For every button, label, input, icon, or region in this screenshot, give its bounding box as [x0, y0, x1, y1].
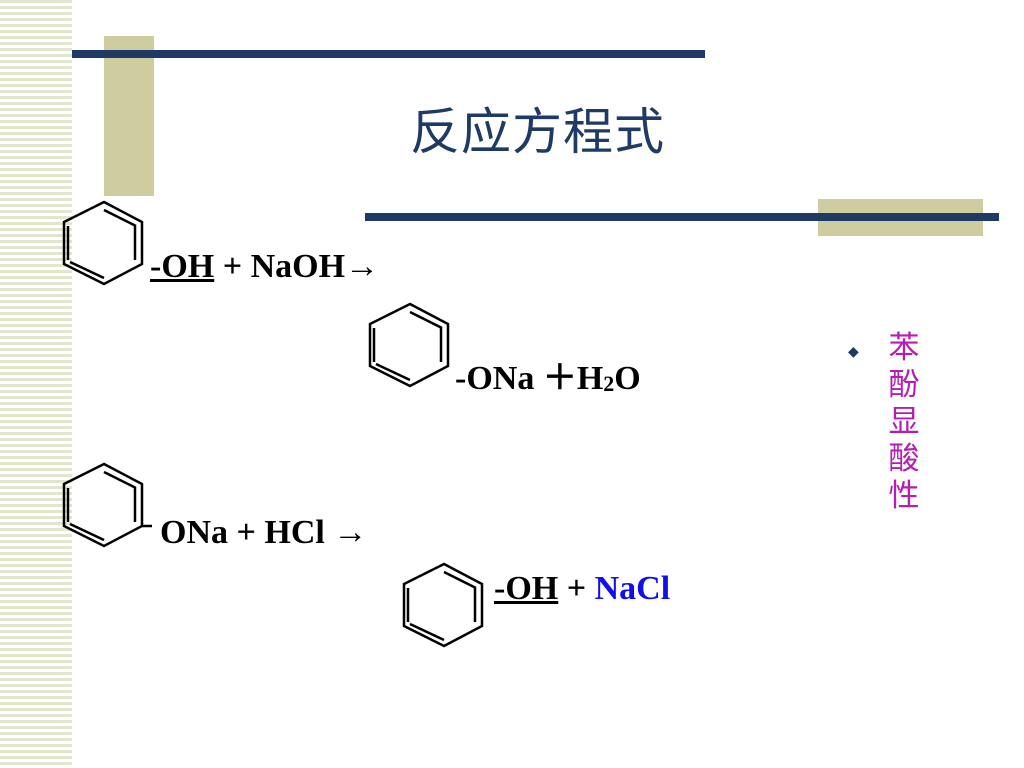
side-note-char: 酚: [888, 367, 920, 403]
equation-2-reactants: ONa + HCl →: [160, 514, 368, 551]
title-rule: [365, 213, 999, 221]
top-rule: [72, 50, 705, 58]
benzene-ring-icon: [368, 302, 450, 388]
equation-2-products: -OH + NaCl: [494, 570, 670, 608]
side-note-char: 显: [888, 404, 920, 440]
side-note-char: 性: [888, 478, 920, 514]
decorative-stripes: [0, 0, 72, 768]
equation-1-products: -ONa ＋H2O: [455, 350, 641, 399]
water-subscript: 2: [603, 371, 615, 396]
sodium-chloride: NaCl: [594, 570, 671, 607]
equation-1-rest: + NaOH→: [214, 248, 380, 285]
hydroxyl-group: -OH: [150, 248, 215, 285]
benzene-ring-icon: [62, 462, 152, 548]
hydroxyl-group: -OH: [494, 570, 559, 607]
plus-sign: +: [558, 570, 595, 607]
bullet-diamond-icon: ◆: [848, 345, 859, 360]
decor-block-top: [104, 36, 154, 196]
benzene-ring-icon: [402, 562, 484, 648]
equation-1-reactants: -OH + NaOH→: [150, 248, 379, 286]
side-note-char: 酸: [888, 441, 920, 477]
water-tail: O: [614, 360, 641, 397]
side-note: 苯 酚 显 酸 性: [884, 330, 924, 515]
phenoxide-text: -ONa ＋H: [455, 360, 604, 397]
side-note-char: 苯: [888, 330, 920, 366]
benzene-ring-icon: [62, 200, 144, 286]
slide-title: 反应方程式: [410, 103, 665, 161]
